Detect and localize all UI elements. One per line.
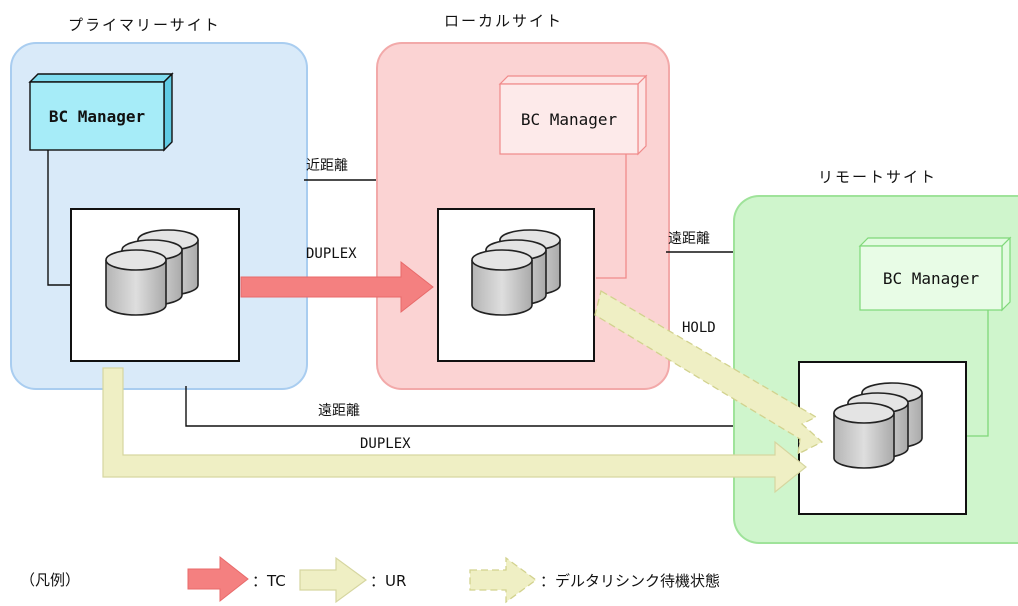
remote-bcm-label: BC Manager — [882, 268, 980, 288]
primary-remote-status: DUPLEX — [360, 436, 411, 452]
local-bcm-label: BC Manager — [520, 109, 618, 129]
primary-bcm-label: BC Manager — [48, 106, 146, 126]
remote-bcm-shape — [858, 236, 1012, 312]
primary-bcm-connector — [47, 150, 72, 286]
remote-site-title: リモートサイト — [818, 168, 938, 186]
legend-prefix: （凡例） — [20, 571, 81, 589]
legend-tc-label: ：TC — [252, 572, 286, 590]
local-bcm-shape — [498, 74, 648, 156]
primary-site-title: プライマリーサイト — [68, 16, 221, 34]
primary-local-status: DUPLEX — [306, 246, 357, 262]
local-site-title: ローカルサイト — [444, 12, 564, 30]
delta-resync-arrow — [594, 290, 824, 456]
primary-bcm-shape — [28, 72, 174, 152]
primary-remote-distance-label: 遠距離 — [318, 403, 360, 419]
far-distance-line-primary-remote — [185, 386, 733, 427]
tc-arrow — [240, 260, 434, 314]
local-remote-distance-label: 遠距離 — [668, 231, 710, 247]
legend-delta-arrow — [469, 556, 538, 604]
ur-arrow — [102, 367, 807, 494]
legend-delta-label: ：デルタリシンク待機状態 — [540, 572, 721, 590]
legend-tc-arrow — [187, 555, 249, 603]
near-distance-label: 近距離 — [306, 158, 348, 174]
legend-ur-label: ：UR — [370, 572, 407, 590]
local-remote-status: HOLD — [682, 320, 716, 336]
legend-ur-arrow — [299, 556, 368, 604]
